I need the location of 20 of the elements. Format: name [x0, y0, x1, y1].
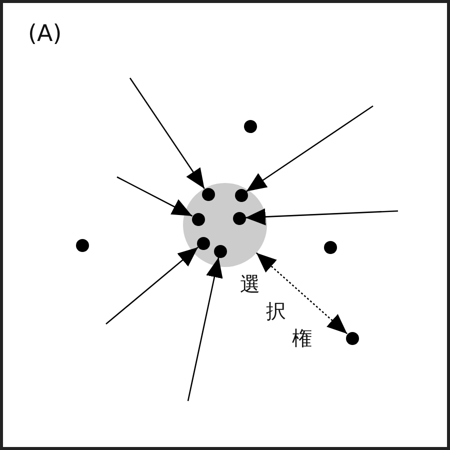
dot	[202, 188, 214, 200]
dot	[346, 332, 358, 344]
dot	[324, 240, 336, 254]
edge-label: 選択権	[240, 272, 312, 350]
arrow	[106, 246, 198, 324]
dot	[234, 188, 248, 202]
dot	[214, 244, 226, 258]
panel-label: (A)	[28, 21, 62, 47]
dotted-double-arrow	[256, 252, 348, 334]
arrow	[246, 105, 374, 192]
dot	[244, 120, 256, 132]
arrow	[245, 208, 398, 226]
cluster-circle	[183, 183, 267, 267]
arrow	[187, 257, 223, 402]
arrow	[129, 78, 205, 189]
dot	[192, 212, 204, 226]
dot	[76, 238, 88, 252]
dot	[196, 236, 210, 250]
arrow	[116, 176, 192, 217]
dot	[232, 212, 246, 224]
